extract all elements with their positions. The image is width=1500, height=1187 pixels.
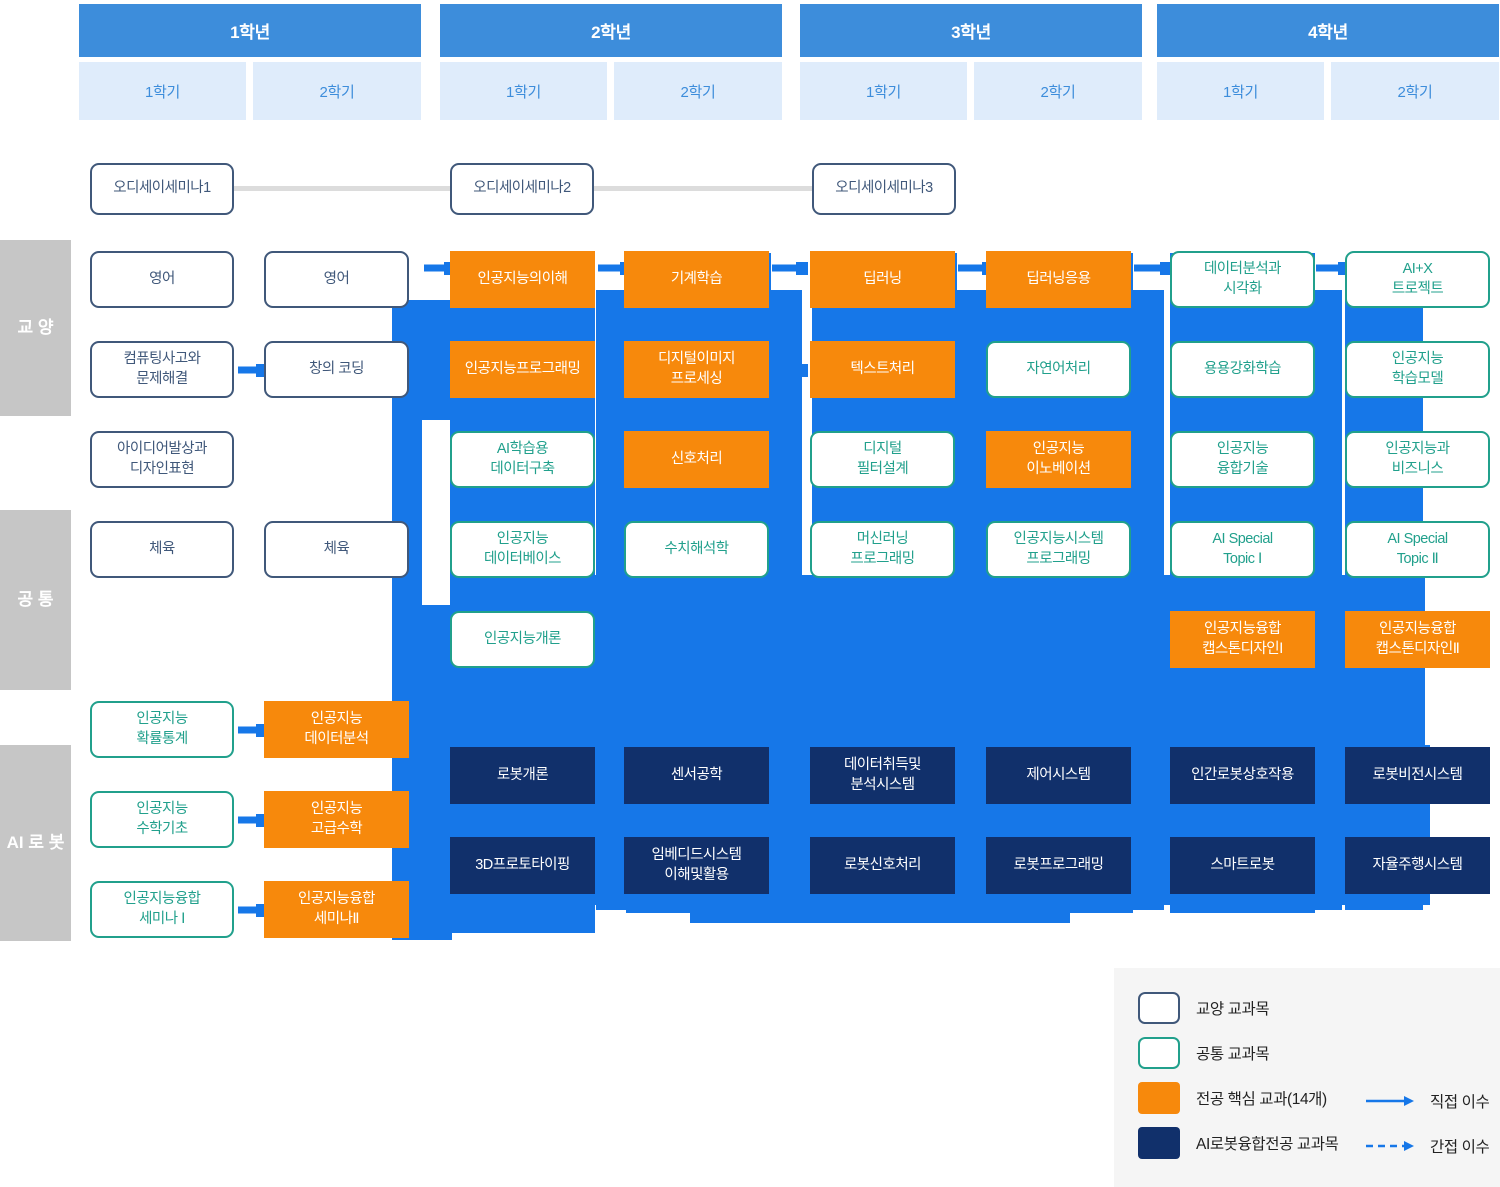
course-y4s1-1[interactable]: 용용강화학습 [1170, 341, 1315, 398]
course-y1s1-6[interactable]: 인공지능융합 세미나 Ⅰ [90, 881, 234, 938]
semester-header-2-2: 2학기 [614, 62, 782, 120]
semester-header-1-2: 2학기 [253, 62, 421, 120]
course-y3s2-0[interactable]: 딥러닝응용 [986, 251, 1131, 308]
course-y2s1-0[interactable]: 인공지능의이해 [450, 251, 595, 308]
course-y2s1-4[interactable]: 인공지능개론 [450, 611, 595, 668]
semester-header-2-1: 1학기 [440, 62, 607, 120]
course-y1s2-1[interactable]: 창의 코딩 [264, 341, 409, 398]
course-seminar-3[interactable]: 오디세이세미나3 [812, 163, 956, 215]
course-y2s1-1[interactable]: 인공지능프로그래밍 [450, 341, 595, 398]
legend-swatch-gyoyang [1138, 992, 1180, 1024]
legend-label-indirect: 간접 이수 [1430, 1139, 1490, 1156]
track-label-gyoyang: 교 양 [0, 240, 71, 416]
course-y4s1-6[interactable]: 스마트로봇 [1170, 837, 1315, 894]
legend-label-gyoyang: 교양 교과목 [1196, 1001, 1270, 1018]
course-y1s1-4[interactable]: 인공지능 확률통계 [90, 701, 234, 758]
track-label-gongtong: 공 통 [0, 510, 71, 690]
legend-swatch-gongtong [1138, 1037, 1180, 1069]
course-y2s1-3[interactable]: 인공지능 데이터베이스 [450, 521, 595, 578]
seminar-link-1-2 [234, 186, 456, 191]
seminar-link-2-3 [594, 186, 820, 191]
course-y3s2-4[interactable]: 제어시스템 [986, 747, 1131, 804]
course-y2s2-1[interactable]: 디지털이미지 프로세싱 [624, 341, 769, 398]
course-y1s2-0[interactable]: 영어 [264, 251, 409, 308]
course-y3s2-5[interactable]: 로봇프로그래밍 [986, 837, 1131, 894]
course-y2s2-3[interactable]: 수치해석학 [624, 521, 769, 578]
arrow-dashed-icon [1366, 1141, 1414, 1151]
arrow-solid-icon [1366, 1096, 1414, 1106]
legend-arrow-indirect: 간접 이수 [1366, 1135, 1490, 1157]
legend-item-gyoyang: 교양 교과목 [1138, 992, 1270, 1024]
legend-arrow-direct: 직접 이수 [1366, 1090, 1490, 1112]
course-y3s1-0[interactable]: 딥러닝 [810, 251, 955, 308]
course-y2s1-6[interactable]: 3D프로토타이핑 [450, 837, 595, 894]
legend-swatch-airobot [1138, 1127, 1180, 1159]
course-y3s1-3[interactable]: 머신러닝 프로그래밍 [810, 521, 955, 578]
semester-header-4-2: 2학기 [1331, 62, 1499, 120]
legend-item-core: 전공 핵심 교과(14개) [1138, 1082, 1327, 1114]
course-y4s1-0[interactable]: 데이터분석과 시각화 [1170, 251, 1315, 308]
legend-item-gongtong: 공통 교과목 [1138, 1037, 1270, 1069]
legend-label-airobot: AI로봇융합전공 교과목 [1196, 1136, 1339, 1153]
course-y2s2-2[interactable]: 신호처리 [624, 431, 769, 488]
course-y1s2-3[interactable]: 인공지능 데이터분석 [264, 701, 409, 758]
course-y2s1-5[interactable]: 로봇개론 [450, 747, 595, 804]
semester-header-4-1: 1학기 [1157, 62, 1324, 120]
course-y3s1-4[interactable]: 데이터취득및 분석시스템 [810, 747, 955, 804]
track-label-airobot: AI 로 봇 [0, 745, 71, 941]
year-header-2: 2학년 [440, 4, 782, 57]
course-y2s2-4[interactable]: 센서공학 [624, 747, 769, 804]
legend-swatch-core [1138, 1082, 1180, 1114]
course-y1s1-3[interactable]: 체육 [90, 521, 234, 578]
course-y4s2-4[interactable]: 인공지능융합 캡스톤디자인Ⅱ [1345, 611, 1490, 668]
course-y4s2-0[interactable]: AI+X 트로젝트 [1345, 251, 1490, 308]
course-y4s1-5[interactable]: 인간로봇상호작용 [1170, 747, 1315, 804]
course-y4s2-5[interactable]: 로봇비전시스템 [1345, 747, 1490, 804]
legend-label-direct: 직접 이수 [1430, 1094, 1490, 1111]
course-y1s2-2[interactable]: 체육 [264, 521, 409, 578]
legend-item-airobot: AI로봇융합전공 교과목 [1138, 1127, 1339, 1159]
course-y1s1-2[interactable]: 아이디어발상과 디자인표현 [90, 431, 234, 488]
year-header-3: 3학년 [800, 4, 1142, 57]
course-y3s2-2[interactable]: 인공지능 이노베이션 [986, 431, 1131, 488]
legend-label-core: 전공 핵심 교과(14개) [1196, 1091, 1327, 1108]
course-y4s1-2[interactable]: 인공지능 융합기술 [1170, 431, 1315, 488]
semester-header-3-1: 1학기 [800, 62, 967, 120]
course-seminar-2[interactable]: 오디세이세미나2 [450, 163, 594, 215]
course-y3s1-1[interactable]: 텍스트처리 [810, 341, 955, 398]
course-seminar-1[interactable]: 오디세이세미나1 [90, 163, 234, 215]
course-y1s1-0[interactable]: 영어 [90, 251, 234, 308]
course-y3s2-3[interactable]: 인공지능시스템 프로그래밍 [986, 521, 1131, 578]
legend-label-gongtong: 공통 교과목 [1196, 1046, 1270, 1063]
course-y2s2-5[interactable]: 임베디드시스템 이해및활용 [624, 837, 769, 894]
course-y1s2-4[interactable]: 인공지능 고급수학 [264, 791, 409, 848]
year-header-1: 1학년 [79, 4, 421, 57]
course-y3s1-2[interactable]: 디지털 필터설계 [810, 431, 955, 488]
course-y1s1-1[interactable]: 컴퓨팅사고와 문제해결 [90, 341, 234, 398]
year-header-4: 4학년 [1157, 4, 1499, 57]
legend-panel: 교양 교과목 공통 교과목 전공 핵심 교과(14개) AI로봇융합전공 교과목… [1114, 968, 1500, 1187]
course-y2s2-0[interactable]: 기계학습 [624, 251, 769, 308]
course-y4s1-4[interactable]: 인공지능융합 캡스톤디자인Ⅰ [1170, 611, 1315, 668]
semester-header-1-1: 1학기 [79, 62, 246, 120]
course-y4s2-2[interactable]: 인공지능과 비즈니스 [1345, 431, 1490, 488]
semester-header-3-2: 2학기 [974, 62, 1142, 120]
course-y3s2-1[interactable]: 자연어처리 [986, 341, 1131, 398]
course-y1s1-5[interactable]: 인공지능 수학기초 [90, 791, 234, 848]
course-y4s1-3[interactable]: AI Special Topic Ⅰ [1170, 521, 1315, 578]
course-y2s1-2[interactable]: AI학습용 데이터구축 [450, 431, 595, 488]
course-y4s2-3[interactable]: AI Special Topic Ⅱ [1345, 521, 1490, 578]
course-y1s2-5[interactable]: 인공지능융합 세미나Ⅱ [264, 881, 409, 938]
course-y3s1-5[interactable]: 로봇신호처리 [810, 837, 955, 894]
course-y4s2-1[interactable]: 인공지능 학습모델 [1345, 341, 1490, 398]
course-y4s2-6[interactable]: 자율주행시스템 [1345, 837, 1490, 894]
